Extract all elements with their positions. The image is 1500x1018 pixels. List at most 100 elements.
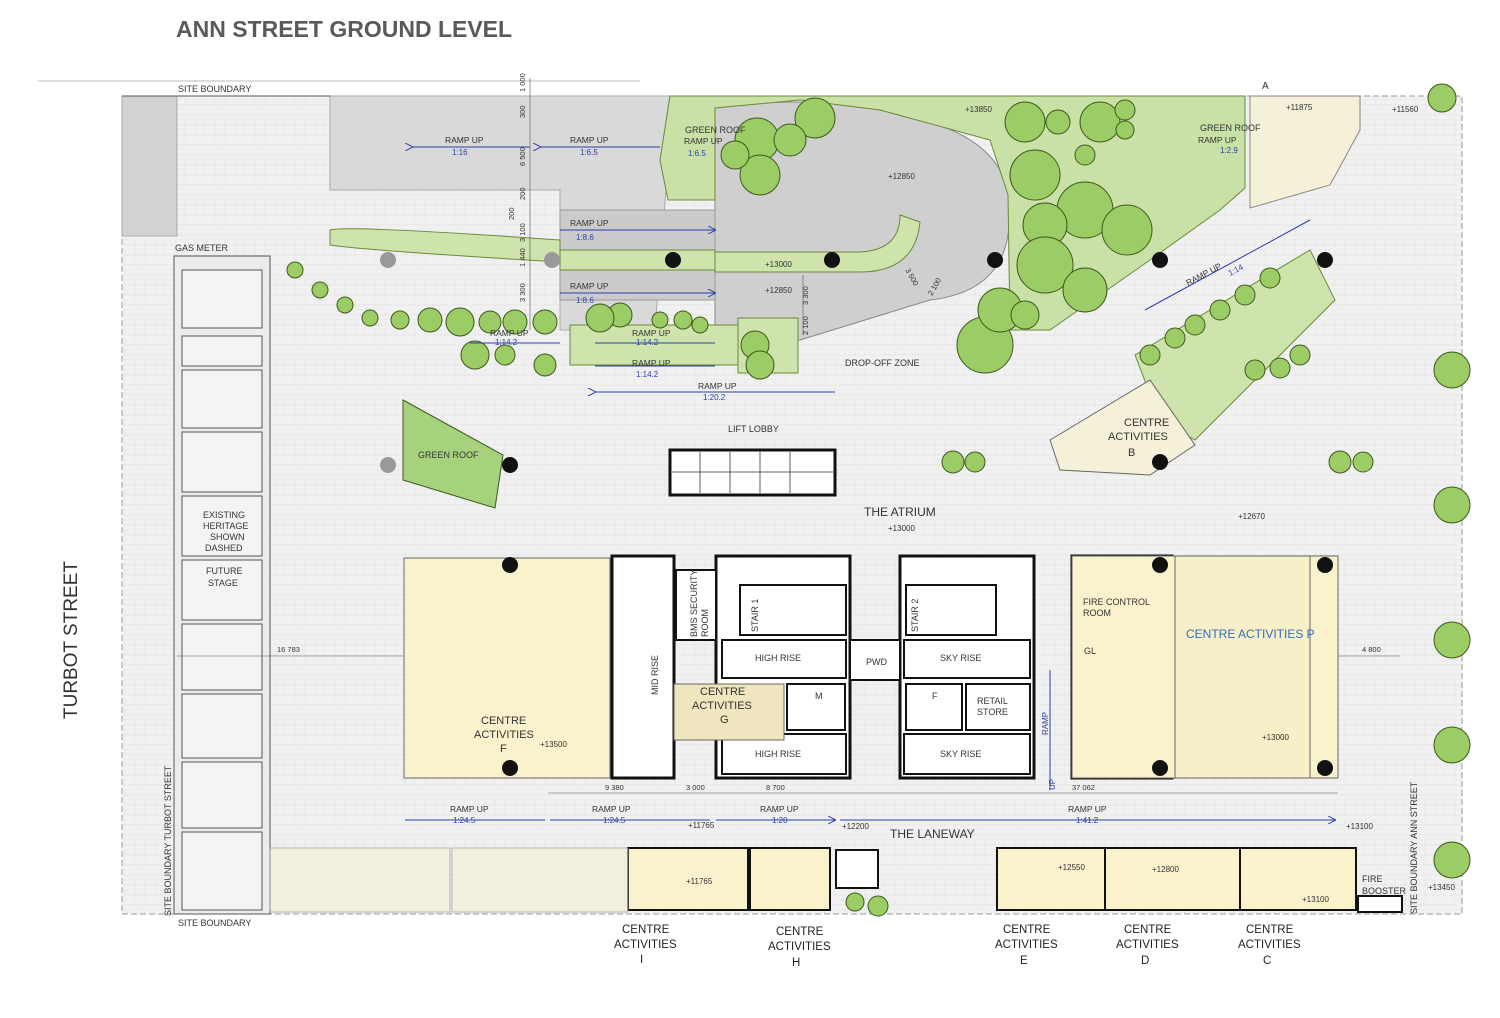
ramp-grade-14: 1:20 xyxy=(772,816,788,825)
trees xyxy=(286,83,1471,917)
dim-300: 300 xyxy=(518,105,527,118)
centre-b-label-3: B xyxy=(1128,447,1135,459)
lift-lobby-label: LIFT LOBBY xyxy=(728,424,779,434)
ramp-grade-10: 1:2.9 xyxy=(1220,146,1238,155)
high-rise-1-label: HIGH RISE xyxy=(755,653,801,663)
centre-c-label-2: ACTIVITIES xyxy=(1238,939,1301,951)
lift-shafts xyxy=(672,452,833,493)
centre-f-area xyxy=(403,557,611,779)
dim-1440: 1 440 xyxy=(518,248,527,267)
green-roof-west xyxy=(402,399,504,509)
ramp-grade-13: 1:24.5 xyxy=(603,816,626,825)
ramp-grade-12: 1:24.5 xyxy=(453,816,476,825)
dimension-lines xyxy=(177,78,1400,794)
gas-meter-label: GAS METER xyxy=(175,243,229,253)
ramp-grade-7: 1:14.2 xyxy=(636,338,659,347)
dim-3000: 3 000 xyxy=(686,783,705,792)
lift-lobby-block xyxy=(668,448,837,497)
centre-d-label-2: ACTIVITIES xyxy=(1116,939,1179,951)
ramp-up-label-9: RAMP UP xyxy=(698,381,737,391)
plan-title: ANN STREET GROUND LEVEL xyxy=(176,16,513,42)
level-11875: +11875 xyxy=(1286,103,1313,112)
pwd-label: PWD xyxy=(866,657,887,667)
dim-2100-a: 2 100 xyxy=(801,316,810,335)
heritage-label-1: EXISTING xyxy=(203,510,245,520)
bms-label-1: BMS SECURITY xyxy=(689,569,699,637)
driveway-left xyxy=(121,95,178,237)
centre-g-label-3: G xyxy=(720,714,729,726)
level-13850: +13850 xyxy=(965,105,992,114)
dim-3100: 3 100 xyxy=(518,223,527,242)
dim-4800: 4 800 xyxy=(1362,645,1381,654)
centre-p-hall xyxy=(1174,555,1311,779)
level-13500: +13500 xyxy=(540,740,567,749)
ramp-up-label-8: RAMP UP xyxy=(632,358,671,368)
fire-control-label-1: FIRE CONTROL xyxy=(1083,597,1150,607)
planter-loop xyxy=(714,214,921,273)
centre-c-label-3: C xyxy=(1263,955,1271,967)
centre-i-label-2: ACTIVITIES xyxy=(614,939,677,951)
green-roof-1-label: GREEN ROOF xyxy=(685,125,746,135)
heritage-label-3: SHOWN xyxy=(210,532,245,542)
dim-200-b: 200 xyxy=(507,207,516,220)
ramp-up-label-14: RAMP UP xyxy=(760,804,799,814)
heritage-label-2: HERITAGE xyxy=(203,521,248,531)
dim-3300-b: 3 300 xyxy=(801,286,810,305)
ramp-grade-4: 1:8.6 xyxy=(576,233,594,242)
centre-h-label-2: ACTIVITIES xyxy=(768,941,831,953)
up-vertical-label: UP xyxy=(1048,779,1057,790)
centre-g-room xyxy=(673,683,785,741)
stair-1-label: STAIR 1 xyxy=(750,599,760,632)
ramp-up-label-7: RAMP UP xyxy=(632,328,671,338)
loop-road xyxy=(714,101,1010,341)
dim-16783: 16 783 xyxy=(277,645,300,654)
mid-rise-label: MID RISE xyxy=(650,655,660,695)
planter-road xyxy=(559,249,716,271)
ramp-up-label-10: RAMP UP xyxy=(1198,135,1237,145)
centre-d-label-1: CENTRE xyxy=(1124,924,1172,936)
fire-booster-label-2: BOOSTER xyxy=(1362,886,1407,896)
level-13000-a: +13000 xyxy=(765,260,792,269)
ramp-up-label-12: RAMP UP xyxy=(450,804,489,814)
ramp-grade-3: 1:6.5 xyxy=(688,149,706,158)
centre-i-label-3: I xyxy=(640,954,643,966)
grey-columns xyxy=(380,252,560,473)
centre-b-label-1: CENTRE xyxy=(1124,417,1169,429)
ramp-up-label-2: RAMP UP xyxy=(570,135,609,145)
level-12800: +12800 xyxy=(1152,865,1179,874)
level-13450: +13450 xyxy=(1428,883,1455,892)
ramp-grade-1: 1:16 xyxy=(452,148,468,157)
future-stage-label-1: FUTURE xyxy=(206,566,243,576)
centre-e-label-2: ACTIVITIES xyxy=(995,939,1058,951)
centre-f-label-3: F xyxy=(500,743,507,755)
level-11560: +11560 xyxy=(1392,105,1419,114)
columns xyxy=(502,252,1333,776)
boundary-right-label: SITE BOUNDARY ANN STREET xyxy=(1409,781,1419,914)
boundary-top-label: SITE BOUNDARY xyxy=(178,84,251,94)
level-12850-a: +12850 xyxy=(888,172,915,181)
dim-9380: 9 380 xyxy=(605,783,624,792)
centre-g-label-2: ACTIVITIES xyxy=(692,700,752,712)
ramp-arrows xyxy=(405,147,1335,820)
level-13100-a: +13100 xyxy=(1346,822,1373,831)
centre-e-label-3: E xyxy=(1020,955,1028,967)
centre-h-label-3: H xyxy=(792,957,800,969)
core-rooms xyxy=(675,569,1151,775)
ramp-vertical-label: RAMP xyxy=(1041,712,1050,735)
dim-200-a: 200 xyxy=(518,187,527,200)
dim-3300-a: 3 300 xyxy=(518,283,527,302)
heritage-label-4: DASHED xyxy=(205,543,243,553)
stair-2-label: STAIR 2 xyxy=(910,599,920,632)
centre-d-label-3: D xyxy=(1141,955,1149,967)
boundary-bottom-label: SITE BOUNDARY xyxy=(178,918,251,928)
bms-label-2: ROOM xyxy=(700,609,710,637)
ramp-grade-2: 1:6.5 xyxy=(580,148,598,157)
centre-e-label-1: CENTRE xyxy=(1003,924,1051,936)
male-wc-label: M xyxy=(815,691,823,701)
sky-rise-2-label: SKY RISE xyxy=(940,749,981,759)
centre-b-label-2: ACTIVITIES xyxy=(1108,431,1168,443)
level-12200: +12200 xyxy=(842,822,869,831)
level-13000-c: +13000 xyxy=(1262,733,1289,742)
ramp-grade-8: 1:14.2 xyxy=(636,370,659,379)
